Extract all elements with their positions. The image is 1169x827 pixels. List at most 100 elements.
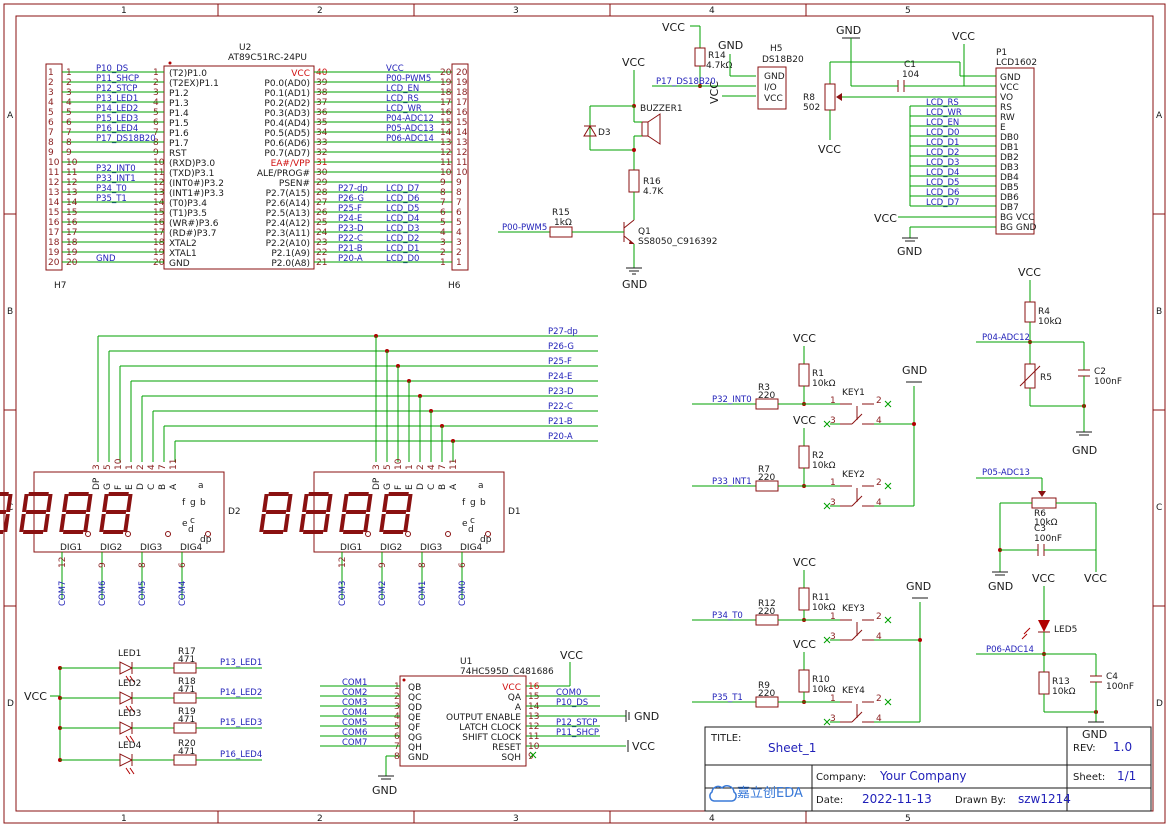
segment — [25, 510, 47, 514]
segment — [305, 510, 327, 514]
u2-pin-right-28: P2.7(A15) — [266, 189, 310, 199]
d2-pin-c: C — [147, 484, 157, 490]
h7-pinnum-10: 10 — [66, 158, 78, 168]
lcd-net-lcd_en: LCD_EN — [926, 118, 959, 128]
u2-pinnum-left-2: 2 — [153, 78, 159, 88]
d1-pinnum-f: 10 — [394, 458, 404, 470]
r16-value: 4.7K — [643, 187, 664, 197]
h5-pin-io: I/O — [764, 83, 777, 93]
u2-pinnum-right-31: 31 — [316, 158, 327, 168]
h7-pinnum-7: 7 — [66, 128, 72, 138]
h7-pinnum-left-10: 10 — [48, 158, 60, 168]
lcd-pin-rs: RS — [1000, 103, 1012, 113]
h6-pinnum-10: 10 — [440, 168, 452, 178]
segment — [339, 514, 346, 532]
segment — [102, 530, 124, 534]
date-value: 2022-11-13 — [862, 792, 932, 806]
h6-mid-net-2: P25-F — [338, 204, 362, 214]
gnd-q1: GND — [622, 278, 647, 291]
segment — [0, 510, 7, 514]
u2-pin-left-12: (INT0#)P3.2 — [169, 179, 224, 189]
d1-seg-label-e: e — [462, 519, 468, 529]
h6-mid-net-5: P22-C — [338, 234, 363, 244]
h7-pinnum-left-16: 16 — [48, 218, 60, 228]
pullup-resistor — [798, 587, 810, 611]
vcc-lcd: VCC — [952, 30, 975, 43]
buzzer-ref: BUZZER1 — [640, 104, 683, 114]
key-ref: KEY2 — [842, 470, 865, 480]
drawn-by-label: Drawn By: — [955, 795, 1006, 806]
c4-ref: C4 — [1106, 672, 1118, 682]
lcd-pin-bg-vcc: BG VCC — [1000, 213, 1035, 223]
h6-pinnum-7: 7 — [440, 198, 446, 208]
zone-row-left-D: D — [7, 699, 14, 709]
h7-pinnum-6: 6 — [66, 118, 72, 128]
segment — [286, 494, 293, 512]
h6-pinnum-right-19: 19 — [456, 78, 468, 88]
u2-pin-right-24: P2.3(A11) — [266, 229, 310, 239]
d2-pinnum-dp: 3 — [92, 464, 102, 470]
r13-body — [1038, 671, 1050, 695]
segment — [323, 514, 330, 532]
logo-text: 嘉立创EDA — [737, 786, 803, 801]
key-pin-3: 3 — [830, 714, 836, 724]
series-ref: R3 — [758, 383, 770, 393]
h7-pinnum-left-13: 13 — [48, 188, 59, 198]
d2-pin-g: G — [103, 483, 113, 490]
segment — [302, 494, 309, 512]
h7-net-1: P10_DS — [96, 64, 128, 74]
u1-pin-qc: QC — [408, 693, 421, 703]
segment — [308, 492, 329, 496]
d2-pin-a: A — [169, 483, 179, 490]
d1-com-num-1: 12 — [338, 557, 348, 568]
u2-pinnum-right-30: 30 — [316, 168, 328, 178]
c1-ref: C1 — [904, 60, 916, 70]
d2-com-num-4: 6 — [178, 562, 188, 568]
segment — [126, 494, 133, 512]
h6-net-2: LCD_D1 — [386, 244, 419, 254]
h7-pinnum-left-8: 8 — [48, 138, 54, 148]
lcd-net-lcd_d7: LCD_D7 — [926, 198, 959, 208]
d2-pinnum-g: 5 — [103, 464, 113, 470]
d2-seg-label-c: c — [190, 516, 195, 526]
u1-pin-qd: QD — [408, 703, 422, 713]
key-ref: KEY1 — [842, 388, 865, 398]
h7-pinnum-19: 19 — [66, 248, 78, 258]
u2-pinnum-left-12: 12 — [153, 178, 164, 188]
segment — [59, 514, 66, 532]
u2-pinnum-right-21: 21 — [316, 258, 327, 268]
d2-com-net-1: COM7 — [58, 581, 68, 606]
pullup-ref: R2 — [812, 451, 824, 461]
led-ref-3: LED3 — [118, 709, 141, 719]
lcd-pin-vcc: VCC — [1000, 83, 1019, 93]
led-r-val-4: 471 — [178, 747, 195, 757]
u2-pin-right-36: P0.3(AD3) — [264, 109, 310, 119]
led-net-3: P15_LED3 — [220, 718, 262, 728]
r4-ref: R4 — [1038, 307, 1050, 317]
h7-body — [45, 63, 63, 271]
u1-pinnum-right-11: 11 — [528, 732, 539, 742]
h6-pinnum-right-17: 17 — [456, 98, 467, 108]
u2-pin-left-16: (WR#)P3.6 — [169, 219, 219, 229]
led-r-val-2: 471 — [178, 685, 195, 695]
u2-value: AT89C51RC-24PU — [228, 53, 307, 63]
u1-pin-qf: QF — [408, 723, 420, 733]
h6-net-8: LCD_D7 — [386, 184, 419, 194]
h7-net-4: P13_LED1 — [96, 94, 138, 104]
u2-pinnum-left-5: 5 — [153, 108, 159, 118]
r6-body — [1031, 497, 1057, 509]
c3-value: 100nF — [1034, 534, 1062, 544]
u2-pin-left-18: XTAL2 — [169, 239, 197, 249]
u2-pinnum-right-40: 40 — [316, 68, 328, 78]
lcd-pin-db3: DB3 — [1000, 163, 1019, 173]
d1-seg-label-a: a — [478, 481, 484, 491]
d1-com-num-3: 8 — [418, 562, 428, 568]
d2-dig-label-1: DIG1 — [60, 543, 82, 553]
d1-seg-label-c: c — [470, 516, 475, 526]
q1-ref: Q1 — [638, 227, 651, 237]
dp-dot — [445, 531, 451, 537]
u1-value: 74HC595D_C481686 — [460, 667, 554, 677]
zone-row-left-A: A — [7, 111, 14, 121]
u2-pinnum-left-15: 15 — [153, 208, 164, 218]
lcd-ref: P1 — [996, 48, 1007, 58]
